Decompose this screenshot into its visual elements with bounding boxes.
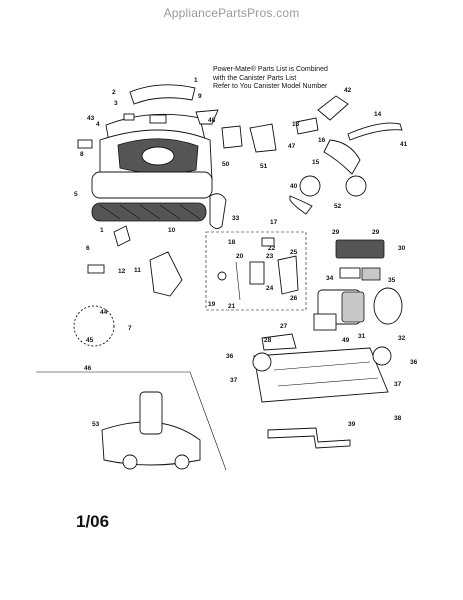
callout-40: 40 <box>290 183 298 190</box>
callout-labels: 2 3 4 5 43 8 1 9 48 50 51 33 42 14 13 47… <box>74 77 418 428</box>
note-line-3: Refer to You Canister Model Number <box>213 83 328 91</box>
bumper-part <box>77 139 93 149</box>
brush-roll-part <box>91 202 207 222</box>
callout-37b: 37 <box>394 381 402 388</box>
callout-42: 42 <box>344 87 352 94</box>
site-watermark: AppliancePartsPros.com <box>163 6 300 20</box>
callout-32: 32 <box>398 335 406 342</box>
power-mate-assembled-part <box>101 391 201 470</box>
callout-1: 1 <box>194 77 198 84</box>
callout-49: 49 <box>342 337 350 344</box>
callout-34: 34 <box>326 275 334 282</box>
small-insert-part <box>123 113 135 121</box>
callout-10: 10 <box>168 227 176 234</box>
callout-39: 39 <box>348 421 356 428</box>
cord-part <box>347 122 403 141</box>
callout-22: 22 <box>268 245 276 252</box>
callout-19: 19 <box>208 301 216 308</box>
callout-4: 4 <box>96 121 100 128</box>
callout-5: 5 <box>74 191 78 198</box>
callout-35: 35 <box>388 277 396 284</box>
callout-50: 50 <box>222 161 230 168</box>
callout-43: 43 <box>87 115 95 122</box>
callout-25: 25 <box>290 249 298 256</box>
callout-51: 51 <box>260 163 268 170</box>
cover-plate-part <box>149 114 167 124</box>
clip-detail-circle <box>73 305 115 347</box>
callout-12: 12 <box>118 268 126 275</box>
callout-31: 31 <box>358 333 366 340</box>
callout-53: 53 <box>92 421 100 428</box>
sub-assembly-box <box>205 231 307 311</box>
inset-frame <box>36 371 227 471</box>
pedal-assembly-part <box>87 225 183 297</box>
callout-48: 48 <box>208 117 216 124</box>
callout-33: 33 <box>232 215 240 222</box>
parts-list-note: Power-Mate® Parts List is Combined with … <box>213 66 328 92</box>
height-adjust-parts <box>217 237 299 301</box>
callout-30: 30 <box>398 245 406 252</box>
revision-date: 1/06 <box>76 512 110 531</box>
callout-45: 45 <box>86 337 94 344</box>
belt-part <box>209 193 227 229</box>
callout-17: 17 <box>270 219 278 226</box>
callout-36a: 36 <box>226 353 234 360</box>
callout-44: 44 <box>100 309 108 316</box>
cover-50-part <box>221 125 243 149</box>
callout-21: 21 <box>228 303 236 310</box>
callout-16: 16 <box>318 137 326 144</box>
base-housing-part <box>252 333 392 403</box>
callout-47: 47 <box>288 143 296 150</box>
callout-8: 8 <box>80 151 84 158</box>
motor-assembly-part <box>313 239 403 331</box>
callout-14: 14 <box>374 111 382 118</box>
callout-24: 24 <box>266 285 274 292</box>
callout-6: 6 <box>86 245 90 252</box>
callout-18: 18 <box>228 239 236 246</box>
callout-3: 3 <box>114 100 118 107</box>
axle-part <box>267 427 351 449</box>
swivel-neck-part <box>289 95 367 215</box>
callout-46: 46 <box>84 365 92 372</box>
note-line-1: Power-Mate® Parts List is Combined <box>213 66 328 73</box>
note-line-2: with the Canister Parts List <box>213 74 297 82</box>
filter-part <box>195 109 219 125</box>
callout-27: 27 <box>280 323 288 330</box>
callout-13: 13 <box>292 121 300 128</box>
callout-29b: 29 <box>372 229 380 236</box>
callout-20: 20 <box>236 253 244 260</box>
callout-9: 9 <box>198 93 202 100</box>
callout-37a: 37 <box>230 377 238 384</box>
cover-51-part <box>249 123 277 153</box>
callout-23: 23 <box>266 253 274 260</box>
callout-26: 26 <box>290 295 298 302</box>
callout-52: 52 <box>334 203 342 210</box>
callout-36b: 36 <box>410 359 418 366</box>
callout-7: 7 <box>128 325 132 332</box>
nozzle-body-part <box>91 129 213 199</box>
callout-1b: 1 <box>100 227 104 234</box>
callout-15: 15 <box>312 159 320 166</box>
callout-38: 38 <box>394 415 402 422</box>
callout-28: 28 <box>264 337 272 344</box>
callout-2: 2 <box>112 89 116 96</box>
callout-11: 11 <box>134 267 141 274</box>
callout-41: 41 <box>400 141 408 148</box>
callout-29a: 29 <box>332 229 340 236</box>
